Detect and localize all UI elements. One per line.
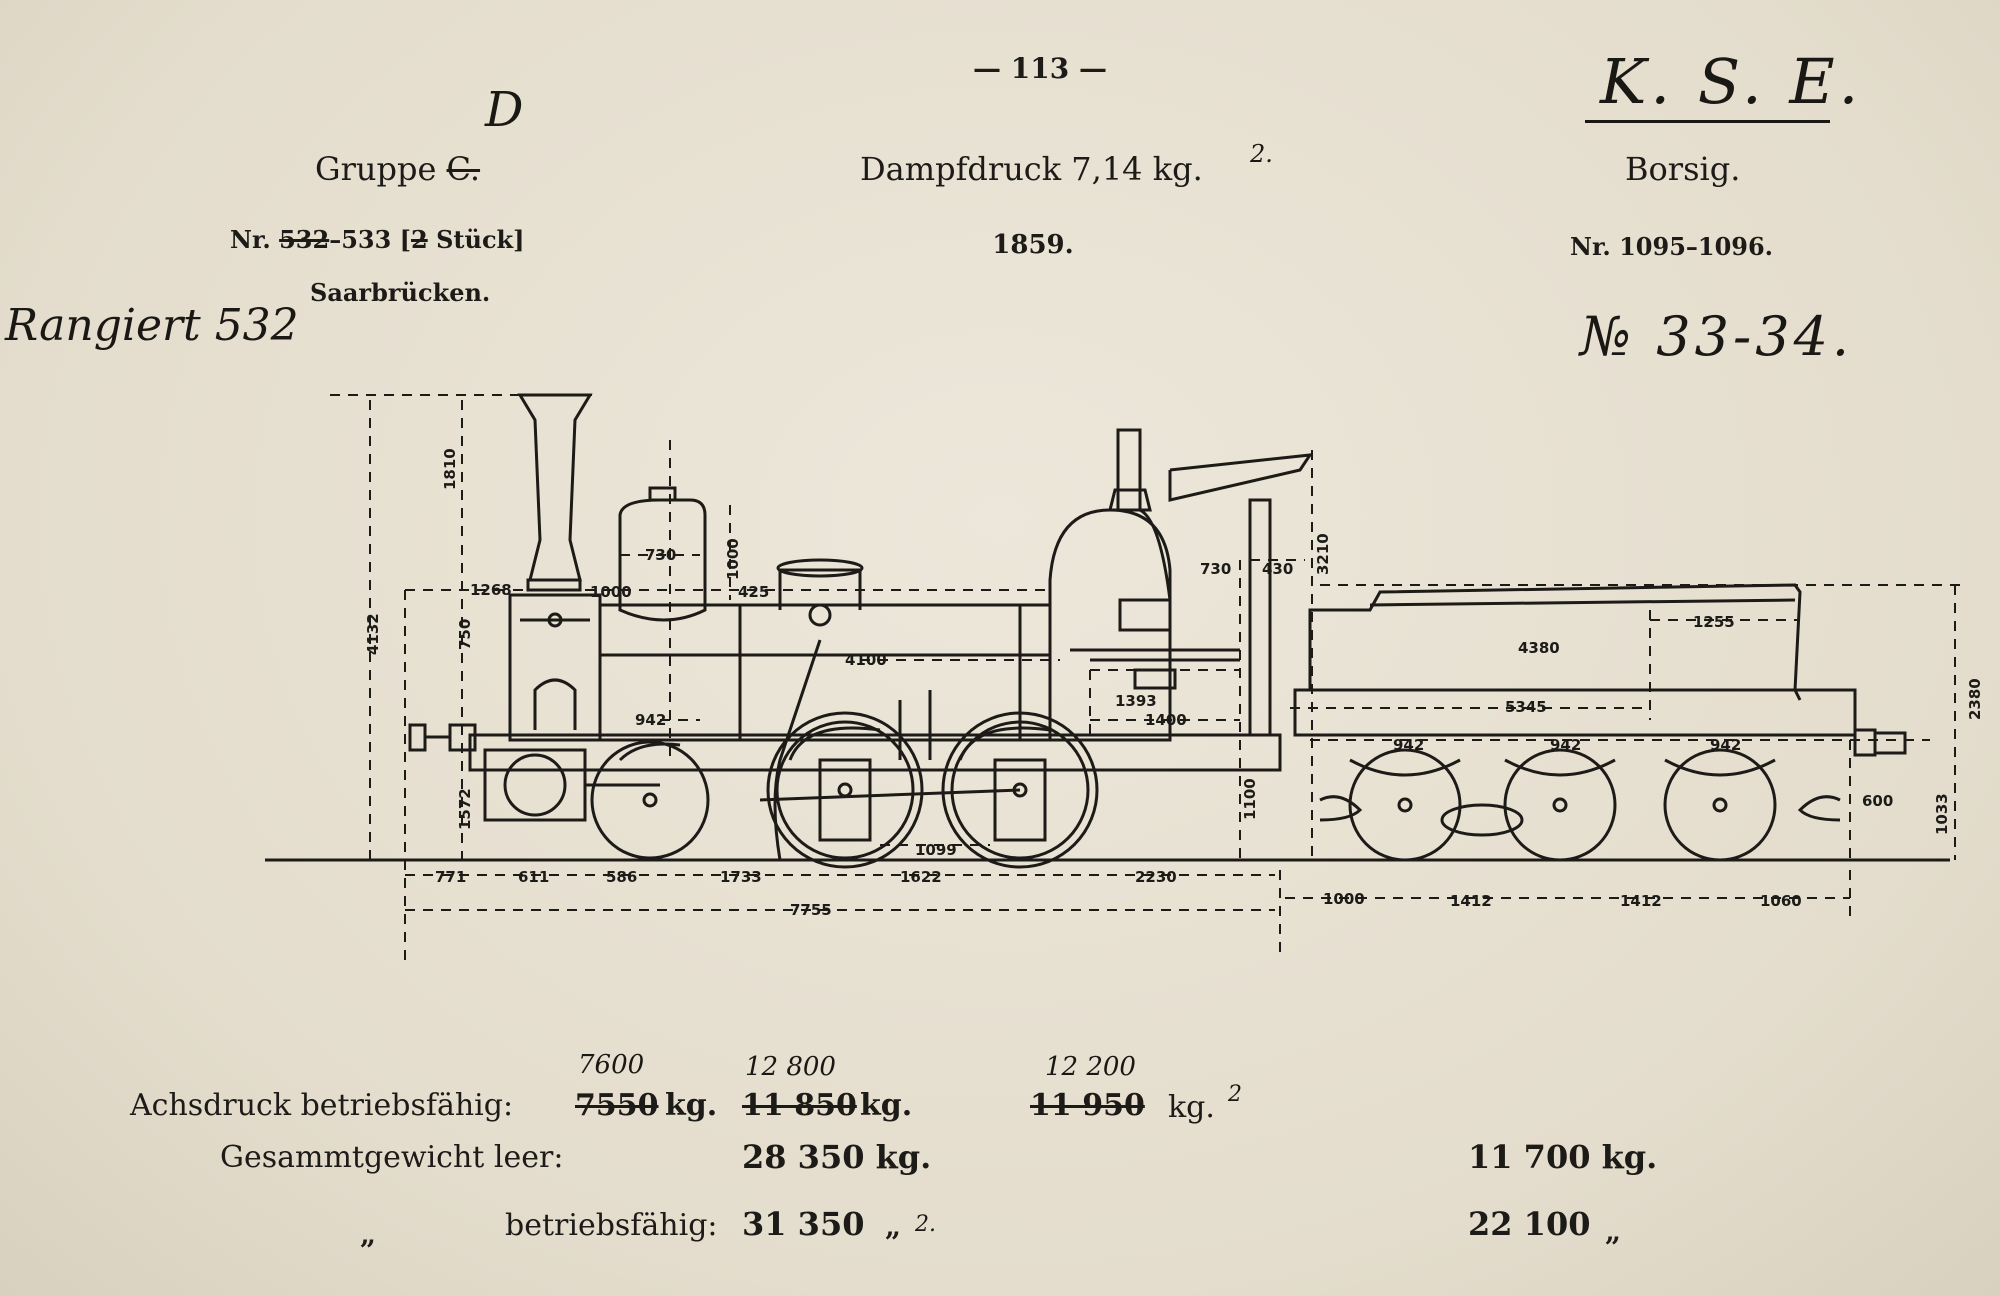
- dim-tender-942b: 942: [1550, 736, 1581, 754]
- dim-tender-1412b: 1412: [1620, 892, 1662, 910]
- locomotive-body: [408, 393, 1314, 869]
- axle-value-2-new: 12 800: [745, 1052, 836, 1082]
- axle-unit-1: kg.: [665, 1088, 718, 1123]
- dim-sandbox-width: 425: [738, 583, 769, 601]
- dim-wheel-1099: 1099: [915, 841, 957, 859]
- dim-firebox-1400: 1400: [1145, 711, 1187, 729]
- weight-ready-label: betriebsfähig:: [505, 1208, 718, 1243]
- dim-tender-942c: 942: [1710, 736, 1741, 754]
- numbers-struck: 532: [279, 225, 330, 254]
- ditto-mark: „: [360, 1218, 377, 1251]
- dim-boiler-length: 4100: [845, 651, 887, 669]
- group-heading: Gruppe C.: [315, 150, 480, 188]
- dim-tender-1412a: 1412: [1450, 892, 1492, 910]
- numbers-suffix: Stück]: [427, 225, 525, 254]
- dim-tender-942a: 942: [1393, 736, 1424, 754]
- axle-value-2-old: 11 850: [742, 1088, 857, 1123]
- dim-loco-length: 7755: [790, 901, 832, 919]
- builder: Borsig.: [1625, 150, 1741, 188]
- dim-chimney-height: 1810: [441, 448, 459, 490]
- axle-unit-3: kg.: [1168, 1090, 1215, 1125]
- dim-tender-5345: 5345: [1505, 698, 1547, 716]
- dim-cab-730: 730: [1200, 560, 1231, 578]
- axle-hand-note: 2: [1228, 1082, 1242, 1107]
- dim-smokebox-offset: 1268: [470, 581, 512, 599]
- dim-cab-430: 430: [1262, 560, 1293, 578]
- group-printed: C.: [446, 150, 481, 188]
- dim-tender-height: 2380: [1966, 678, 1984, 720]
- dim-dome-width: 730: [645, 546, 676, 564]
- weight-ready-hand: 2.: [915, 1212, 936, 1237]
- dim-axle-height: 1572: [456, 788, 474, 830]
- group-handwritten: D: [485, 82, 524, 138]
- weight-loco-ready: 31 350: [742, 1205, 865, 1243]
- dimension-labels: 1810 4132 730 1000 1268 1000 425 750 410…: [364, 448, 1984, 919]
- weight-ready-unit: „: [885, 1210, 902, 1243]
- axle-value-3-new: 12 200: [1045, 1052, 1136, 1082]
- dim-base-611: 611: [518, 868, 549, 886]
- year: 1859.: [992, 230, 1074, 260]
- numbers-prefix: Nr.: [230, 225, 271, 254]
- numbers-line: Nr. 532–533 [2 Stück]: [230, 225, 525, 254]
- handwritten-kse-mark: K. S. E.: [1600, 45, 1863, 118]
- dim-tender-1033: 1033: [1933, 793, 1951, 835]
- kse-underline: [1585, 120, 1830, 123]
- axle-unit-2: kg.: [860, 1088, 913, 1123]
- dim-tender-1060: 1060: [1760, 892, 1802, 910]
- ditto-end: „: [1605, 1215, 1622, 1248]
- page-number: — 113 —: [973, 52, 1107, 85]
- steam-pressure: Dampfdruck 7,14 kg.: [860, 150, 1203, 188]
- dim-smokebox-height: 750: [456, 619, 474, 650]
- axle-value-3-old: 11 950: [1030, 1088, 1145, 1123]
- dim-firebox-1393: 1393: [1115, 692, 1157, 710]
- axle-label: Achsdruck betriebsfähig:: [130, 1088, 514, 1123]
- dim-base-771: 771: [435, 868, 466, 886]
- axle-value-1-new: 7600: [578, 1050, 645, 1080]
- dim-base-1733: 1733: [720, 868, 762, 886]
- dim-cab-height: 3210: [1314, 533, 1332, 575]
- numbers-rest: –533 [: [329, 225, 412, 254]
- dim-frame-942: 942: [635, 711, 666, 729]
- dim-buffer-height: 1100: [1241, 778, 1259, 820]
- dim-dome-height: 1000: [724, 538, 742, 580]
- dim-base-1622: 1622: [900, 868, 942, 886]
- weight-tender-empty: 11 700 kg.: [1468, 1138, 1658, 1176]
- builder-numbers: Nr. 1095–1096.: [1570, 232, 1774, 261]
- group-label: Gruppe: [315, 150, 437, 188]
- dim-base-2230: 2230: [1135, 868, 1177, 886]
- weight-tender-ready: 22 100: [1468, 1205, 1591, 1243]
- dim-total-height: 4132: [364, 613, 382, 655]
- dim-dome-offset: 1000: [590, 583, 632, 601]
- handwritten-right-number: № 33-34.: [1580, 305, 1854, 368]
- dim-tender-1000: 1000: [1323, 890, 1365, 908]
- dim-tender-600: 600: [1862, 792, 1893, 810]
- handwritten-left-note: Rangiert 532: [5, 300, 299, 351]
- numbers-count-struck: 2: [411, 225, 428, 254]
- location: Saarbrücken.: [310, 278, 491, 307]
- dim-base-586: 586: [606, 868, 637, 886]
- weight-loco-empty: 28 350 kg.: [742, 1138, 932, 1176]
- steam-pressure-note: 2.: [1250, 140, 1273, 168]
- dim-tender-4380: 4380: [1518, 639, 1560, 657]
- tender-body: [1293, 583, 1907, 862]
- weight-empty-label: Gesammtgewicht leer:: [220, 1140, 564, 1175]
- axle-value-1-old: 7550: [575, 1088, 659, 1123]
- dim-tender-1255: 1255: [1693, 613, 1735, 631]
